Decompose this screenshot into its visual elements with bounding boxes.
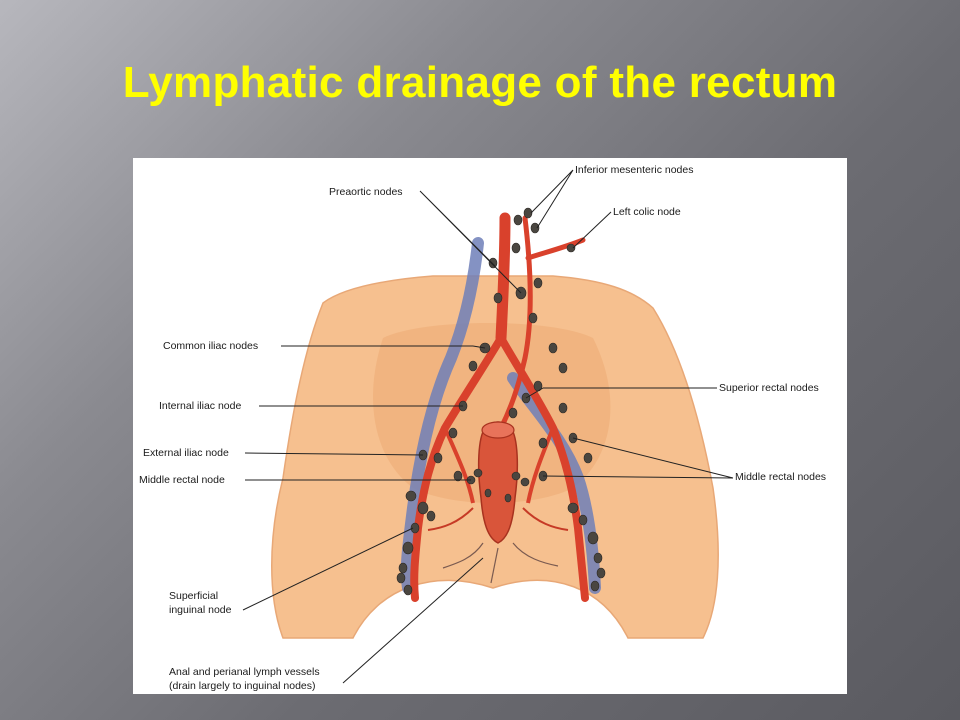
right-iliac-vein xyxy=(507,372,601,594)
leader-superior-rectal xyxy=(525,387,717,399)
leader-lines xyxy=(242,169,734,684)
internal-iliac-branch-right xyxy=(526,427,555,504)
leader-superficial-inguinal xyxy=(242,527,414,611)
slide-title: Lymphatic drainage of the rectum xyxy=(122,58,838,107)
label-left-colic-node: Left colic node xyxy=(613,206,681,218)
label-anal-vessels-line2: (drain largely to inguinal nodes) xyxy=(169,680,316,692)
label-common-iliac-nodes: Common iliac nodes xyxy=(163,340,259,352)
label-internal-iliac-node: Internal iliac node xyxy=(159,400,242,412)
leader-external-iliac xyxy=(244,452,424,456)
label-superficial-inguinal-line1: Superficial xyxy=(169,590,219,602)
internal-iliac-branch xyxy=(443,427,475,504)
label-middle-rectal-node: Middle rectal node xyxy=(139,474,225,486)
label-preaortic-nodes: Preaortic nodes xyxy=(329,186,403,198)
leader-preaortic xyxy=(419,190,522,294)
label-external-iliac-node: External iliac node xyxy=(143,447,229,459)
label-superficial-inguinal-line2: inguinal node xyxy=(169,604,232,616)
leader-common-iliac xyxy=(281,345,486,349)
leader-left-colic xyxy=(572,211,612,249)
label-middle-rectal-nodes: Middle rectal nodes xyxy=(735,471,827,483)
right-common-iliac-artery xyxy=(497,334,589,602)
anatomy-illustration xyxy=(242,169,734,684)
label-superior-rectal-nodes: Superior rectal nodes xyxy=(719,382,819,394)
leader-inferior-mesenteric xyxy=(530,169,574,229)
left-common-iliac-artery xyxy=(410,334,505,602)
anatomy-figure: Preaortic nodes Inferior mesenteric node… xyxy=(133,158,847,694)
rectal-ampulla xyxy=(481,421,515,439)
aorta xyxy=(495,212,511,344)
left-colic-branch xyxy=(525,237,586,261)
label-inferior-mesenteric-nodes: Inferior mesenteric nodes xyxy=(575,164,694,176)
leader-anal-vessels xyxy=(342,557,484,684)
leader-middle-rectal-right xyxy=(542,437,734,479)
label-anal-vessels-line1: Anal and perianal lymph vessels xyxy=(169,666,320,678)
